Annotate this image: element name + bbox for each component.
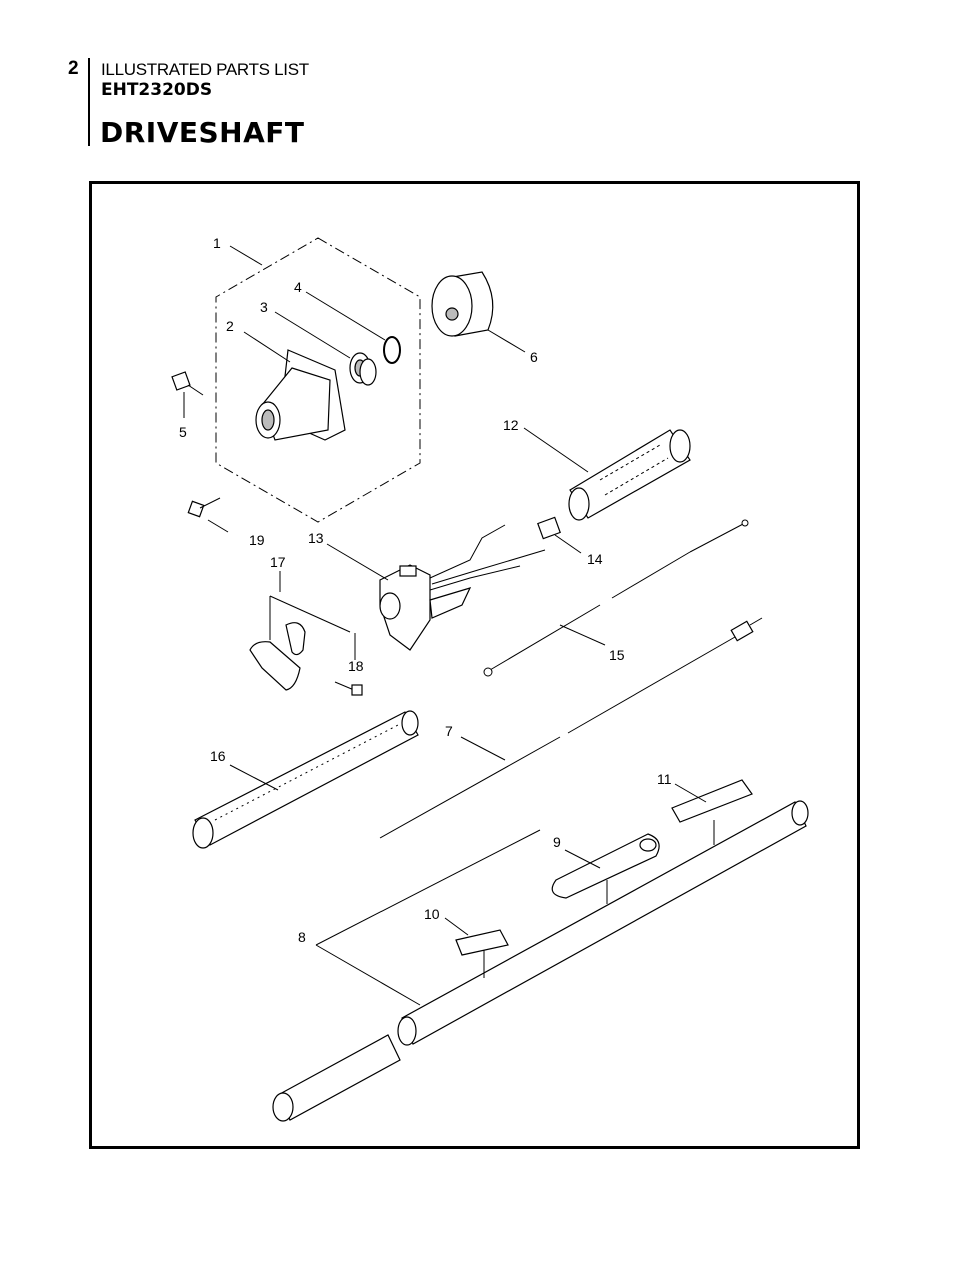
throttle-cable-part (483, 519, 749, 677)
callout-11: 11 (657, 771, 672, 787)
callout-16: 16 (210, 748, 226, 764)
bolt-18-part (334, 681, 363, 696)
screw-19-part (187, 497, 221, 518)
page-number: 2 (68, 58, 79, 79)
callout-13: 13 (308, 530, 324, 546)
callout-18: 18 (348, 658, 364, 674)
screw-5-part (171, 371, 204, 396)
callout-6: 6 (530, 349, 538, 365)
drive-shaft-part (379, 617, 763, 839)
callout-2: 2 (226, 318, 234, 334)
callout-3: 3 (260, 299, 268, 315)
diagram-frame (89, 181, 860, 1149)
callout-17: 17 (270, 554, 286, 570)
callout-1: 1 (213, 235, 221, 251)
callout-8: 8 (298, 929, 306, 945)
callout-12: 12 (503, 417, 519, 433)
callout-10: 10 (424, 906, 440, 922)
protective-tube-part (192, 710, 419, 849)
spacer-part (537, 516, 561, 540)
assembly-group-outline (215, 237, 421, 523)
callout-19: 19 (249, 532, 265, 548)
page-title: DRIVESHAFT (100, 116, 305, 149)
callout-7: 7 (445, 723, 453, 739)
throttle-assembly-part (379, 524, 546, 651)
header-divider (88, 58, 90, 146)
clamp-part (249, 622, 306, 691)
label-9-part (551, 833, 660, 899)
model-number: EHT2320DS (101, 80, 213, 100)
callout-4: 4 (294, 279, 302, 295)
callout-5: 5 (179, 424, 187, 440)
label-11-part (671, 779, 753, 823)
bearing-part (349, 352, 377, 386)
section-label: ILLUSTRATED PARTS LIST (101, 60, 309, 79)
tube-part (272, 800, 809, 1122)
label-10-part (455, 929, 509, 956)
gear-housing-part (255, 349, 346, 441)
handle-grip-part (568, 429, 691, 521)
snap-ring-part (383, 336, 401, 364)
callout-14: 14 (587, 551, 603, 567)
callout-15: 15 (609, 647, 625, 663)
clutch-drum-part (431, 271, 494, 337)
callout-9: 9 (553, 834, 561, 850)
